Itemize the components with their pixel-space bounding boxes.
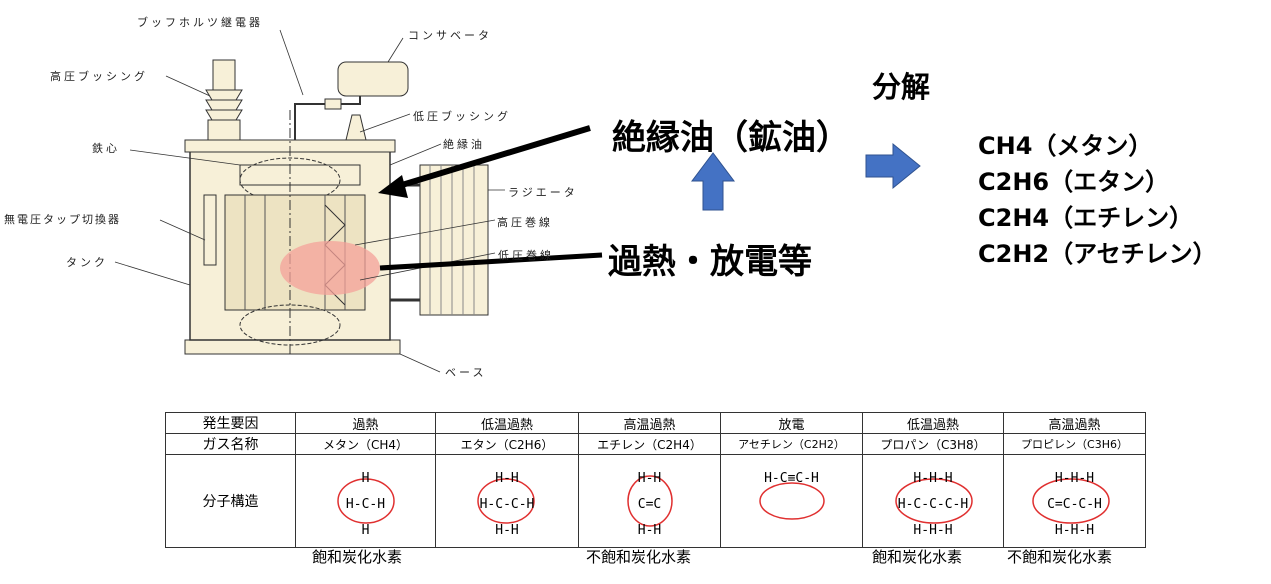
gas-item: CH4（メタン） bbox=[978, 132, 1153, 160]
label-lv-winding: 低圧巻線 bbox=[498, 249, 554, 262]
gas-list: CH4（メタン） C2H6（エタン） C2H4（エチレン） C2H2（アセチレン… bbox=[978, 128, 1217, 272]
structure-cell: H-H H-C-C-H H-H bbox=[435, 454, 579, 548]
label-base: ベース bbox=[445, 366, 487, 379]
row-label-structure: 分子構造 bbox=[165, 454, 296, 548]
callout-overheat-discharge: 過熱・放電等 bbox=[608, 242, 812, 282]
cause-cell: 低温過熱 bbox=[435, 412, 579, 434]
label-buchholz: ブッフホルツ継電器 bbox=[137, 16, 263, 29]
label-core: 鉄心 bbox=[92, 142, 120, 155]
structure-cell: H-C≡C-H bbox=[720, 454, 863, 548]
structure-top: H-H-H bbox=[1054, 471, 1095, 486]
gas-name-cell: プロパン（C3H8） bbox=[862, 433, 1004, 455]
structure-top: H-H bbox=[637, 471, 662, 486]
molecule-ring bbox=[759, 482, 825, 520]
gas-item: C2H6（エタン） bbox=[978, 168, 1170, 196]
row-label-cause: 発生要因 bbox=[165, 412, 296, 434]
cause-cell: 過熱 bbox=[295, 412, 436, 434]
structure-cell: H-H-H H-C-C-C-H H-H-H bbox=[862, 454, 1004, 548]
label-radiator: ラジエータ bbox=[508, 186, 578, 199]
label-hv-winding: 高圧巻線 bbox=[497, 216, 553, 229]
structure-mid: C=C bbox=[637, 497, 662, 512]
footnote-unsaturated-2: 不飽和炭化水素 bbox=[1007, 548, 1113, 566]
gas-name-cell: プロピレン（C3H6） bbox=[1003, 433, 1146, 455]
cause-cell: 高温過熱 bbox=[1003, 412, 1146, 434]
structure-bot: H-H-H bbox=[1054, 523, 1095, 538]
structure-bot: H-H-H bbox=[913, 523, 953, 538]
gas-table: 発生要因 過熱 低温過熱 高温過熱 放電 低温過熱 高温過熱 ガス名称 メタン（… bbox=[165, 412, 1146, 548]
label-tank: タンク bbox=[66, 256, 108, 269]
structure-top: H bbox=[361, 471, 370, 486]
label-lv-bushing: 低圧ブッシング bbox=[413, 110, 511, 123]
gas-name-cell: エタン（C2H6） bbox=[435, 433, 579, 455]
structure-bot: H-H bbox=[637, 523, 662, 538]
structure-top: H-H-H bbox=[913, 471, 953, 486]
molecule-ring bbox=[477, 478, 535, 524]
hv-bushing-drawing bbox=[205, 59, 243, 141]
label-conservator: コンサベータ bbox=[408, 29, 492, 42]
molecule-ring bbox=[895, 478, 973, 524]
footnote-saturated-2: 飽和炭化水素 bbox=[872, 548, 963, 566]
row-label-gas-name: ガス名称 bbox=[165, 433, 296, 455]
conservator-drawing bbox=[337, 61, 409, 97]
structure-mid: H-C-C-H bbox=[479, 497, 535, 512]
footnote-unsaturated-1: 不飽和炭化水素 bbox=[586, 548, 692, 566]
gas-name-cell: メタン（CH4） bbox=[295, 433, 436, 455]
cause-cell: 低温過熱 bbox=[862, 412, 1004, 434]
callout-insulating-oil: 絶縁油（鉱油） bbox=[612, 118, 850, 158]
structure-bot: H bbox=[361, 523, 370, 538]
label-hv-bushing: 高圧ブッシング bbox=[50, 70, 148, 83]
label-tap-changer: 無電圧タップ切換器 bbox=[4, 213, 121, 226]
table-row-name: ガス名称 メタン（CH4） エタン（C2H6） エチレン（C2H4） アセチレン… bbox=[165, 433, 1146, 455]
right-arrow-icon bbox=[865, 142, 921, 190]
structure-cell: H H-C-H H bbox=[295, 454, 436, 548]
molecule-ring bbox=[337, 478, 395, 524]
structure-mid: H-C-C-C-H bbox=[897, 497, 969, 512]
lv-bushing-drawing bbox=[345, 114, 367, 141]
gas-name-cell: アセチレン（C2H2） bbox=[720, 433, 863, 455]
callout-decompose: 分解 bbox=[872, 70, 931, 104]
cause-cell: 放電 bbox=[720, 412, 863, 434]
structure-bot: H-H bbox=[495, 523, 519, 538]
transformer-diagram bbox=[114, 29, 921, 373]
gas-name-cell: エチレン（C2H4） bbox=[578, 433, 721, 455]
molecule-ring bbox=[627, 475, 673, 527]
table-row-structure: 分子構造 H H-C-H H H-H H-C-C-H H-H bbox=[165, 454, 1146, 548]
up-arrow-icon bbox=[691, 152, 735, 211]
cause-cell: 高温過熱 bbox=[578, 412, 721, 434]
table-row-cause: 発生要因 過熱 低温過熱 高温過熱 放電 低温過熱 高温過熱 bbox=[165, 412, 1146, 434]
overheat-zone bbox=[280, 241, 380, 295]
structure-mid: H-C≡C-H bbox=[764, 471, 819, 486]
molecule-ring bbox=[1032, 478, 1110, 524]
gas-item: C2H4（エチレン） bbox=[978, 204, 1194, 232]
structure-top: H-H bbox=[495, 471, 519, 486]
gas-item: C2H2（アセチレン） bbox=[978, 240, 1217, 268]
base-plate bbox=[184, 339, 401, 355]
structure-mid: C=C-C-H bbox=[1047, 497, 1102, 512]
structure-mid: H-C-H bbox=[345, 497, 386, 512]
structure-cell: H-H C=C H-H bbox=[578, 454, 721, 548]
footnote-saturated-1: 飽和炭化水素 bbox=[312, 548, 403, 566]
label-insulating-oil-small: 絶縁油 bbox=[443, 138, 485, 151]
structure-cell: H-H-H C=C-C-H H-H-H bbox=[1003, 454, 1146, 548]
